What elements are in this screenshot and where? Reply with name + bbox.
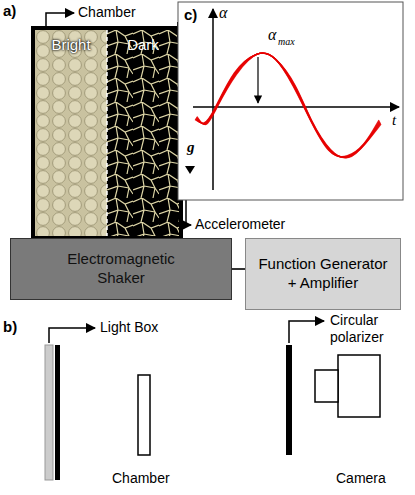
x-axis [193, 106, 399, 108]
waveform-trace [196, 53, 380, 157]
chamber-side [138, 375, 150, 455]
part-label: Camera [336, 470, 386, 487]
panel-letter: c) [184, 6, 197, 24]
camera-lens [315, 370, 338, 402]
node-text: Electromagnetic Shaker [56, 250, 186, 288]
axis-label: α [219, 3, 227, 22]
part-label: Chamber [78, 4, 136, 21]
leader-line [289, 321, 324, 343]
part-label: Light Box [100, 319, 158, 336]
waveform [195, 53, 381, 158]
node-text: Dark [127, 36, 159, 55]
y-axis [212, 9, 214, 190]
part-label: Chamber [112, 470, 170, 487]
image-panel: Bright [35, 30, 107, 236]
light-box [45, 345, 53, 480]
panel-letter: b) [3, 318, 17, 336]
waveform-trace [195, 53, 379, 157]
peak-subscript: max [278, 36, 295, 48]
peak-label: α [268, 25, 276, 44]
dark-image [107, 30, 179, 236]
image-panel: Dark [107, 30, 179, 236]
polarizer [286, 345, 292, 455]
generator-box: Function Generator + Amplifier [245, 238, 401, 310]
inset-frame [178, 2, 403, 200]
waveform-trace [196, 53, 380, 157]
bright-image [35, 30, 107, 236]
part-label: Accelerometer [195, 216, 285, 233]
chamber-frame [33, 28, 181, 238]
part-label: Circular polarizer [330, 312, 410, 346]
node-text: Bright [51, 36, 90, 55]
light-box-face [55, 345, 60, 480]
waveform-trace [197, 53, 381, 158]
gravity-label: g [187, 138, 195, 156]
panel-letter: a) [3, 2, 16, 20]
axis-label: t [392, 111, 396, 129]
waveform-trace [197, 53, 381, 158]
max-marker [257, 57, 258, 103]
leader-line [186, 200, 191, 225]
divider-line [106, 30, 108, 236]
leader-line [49, 328, 95, 343]
gravity-arrow [185, 166, 195, 174]
shaker-box: Electromagnetic Shaker [10, 238, 232, 300]
node-text: Function Generator + Amplifier [253, 255, 393, 293]
leader-line [46, 13, 74, 26]
camera-body [338, 355, 380, 417]
waveform-trace [195, 53, 379, 157]
connector [232, 268, 245, 270]
